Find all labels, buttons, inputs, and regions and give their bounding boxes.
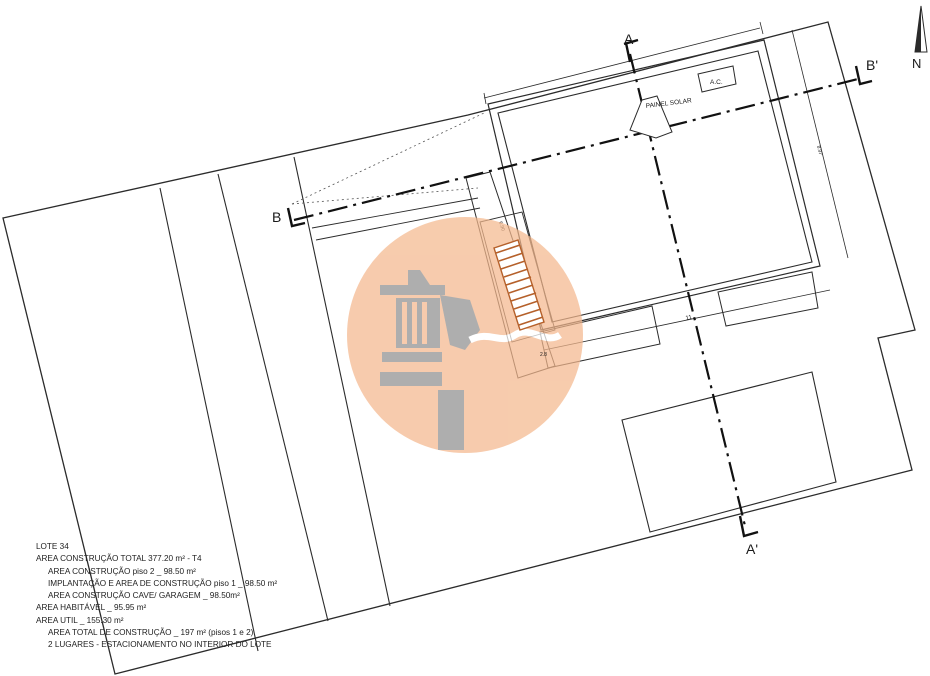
dimension-lines [483, 21, 849, 351]
north-arrow-icon [914, 5, 928, 53]
section-marker-b [286, 207, 306, 228]
section-marker-b-prime [854, 65, 873, 86]
area-notes: LOTE 34 AREA CONSTRUÇÃO TOTAL 377.20 m² … [36, 541, 277, 652]
section-label-a: A [624, 31, 634, 47]
north-label: N [912, 56, 921, 71]
section-marker-a-prime [738, 515, 759, 538]
section-marker-a [623, 38, 639, 63]
note-piso2: AREA CONSTRUÇÃO piso 2 _ 98.50 m² [48, 566, 196, 576]
ac-label: A.C. [710, 79, 723, 86]
watermark-logo-icon [347, 217, 583, 453]
dim-right-label: 8.97 [815, 145, 823, 156]
driveway [311, 197, 481, 241]
terrace-right [717, 271, 819, 327]
parcel-line-2 [217, 173, 329, 622]
note-habitavel: AREA HABITÁVEL _ 95.95 m² [36, 603, 147, 613]
dotted-line-2 [291, 187, 479, 205]
note-estacionamento: 2 LUGARES - ESTACIONAMENTO NO INTERIOR D… [48, 640, 272, 650]
note-lote: LOTE 34 [36, 542, 69, 551]
section-label-a-prime: A' [746, 541, 758, 557]
section-label-b-prime: B' [866, 57, 878, 73]
note-cave: AREA CONSTRUÇÃO CAVE/ GARAGEM _ 98.50m² [48, 591, 240, 601]
garage [621, 371, 837, 533]
note-util: AREA UTIL _ 155.30 m² [36, 615, 124, 625]
staircase [493, 239, 545, 331]
section-label-b: B [272, 209, 281, 225]
solar-panel [629, 95, 673, 139]
dim-bottom-label: 11 [685, 315, 693, 322]
note-piso1: IMPLANTAÇÃO E AREA DE CONSTRUÇÃO piso 1 … [48, 578, 278, 588]
dotted-line-1 [291, 112, 485, 205]
note-total-construcao: AREA TOTAL DE CONSTRUÇÃO _ 197 m² (pisos… [48, 628, 254, 638]
parcel-line-1 [159, 187, 259, 652]
dim-small-label: 2.8 [540, 352, 547, 358]
section-line-b [293, 76, 863, 222]
parcel-line-3 [293, 156, 391, 607]
note-total: AREA CONSTRUÇÃO TOTAL 377.20 m² - T4 [36, 554, 202, 564]
lot-outline [2, 21, 916, 675]
ac-unit [697, 65, 737, 93]
